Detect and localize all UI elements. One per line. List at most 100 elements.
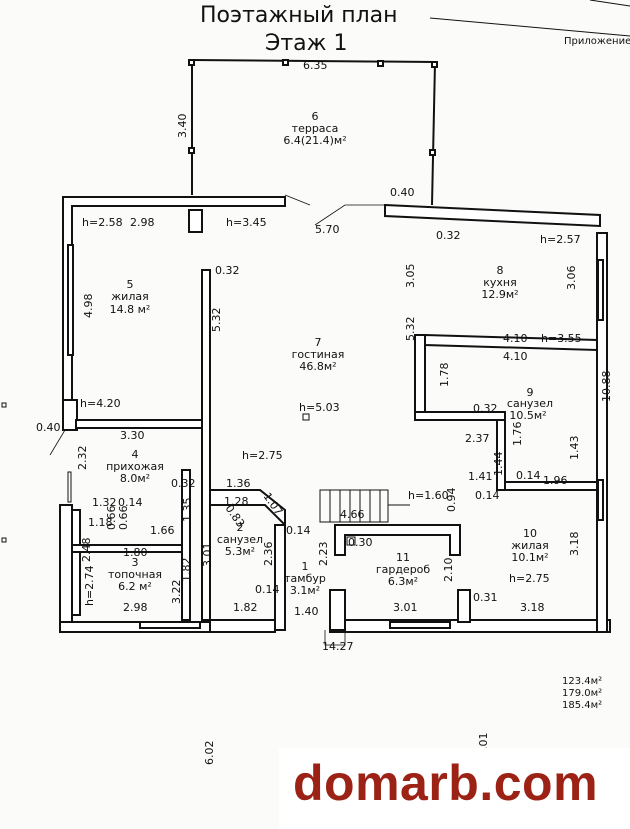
svg-text:h=2.75: h=2.75 [242, 449, 283, 462]
svg-text:2.37: 2.37 [465, 432, 490, 445]
svg-text:гардероб: гардероб [376, 563, 431, 576]
svg-text:1.43: 1.43 [568, 436, 581, 461]
svg-text:8.0м²: 8.0м² [120, 472, 150, 485]
svg-text:топочная: топочная [108, 568, 162, 581]
room-11: 11 гардероб 6.3м² [376, 551, 431, 588]
svg-text:4.10: 4.10 [503, 332, 528, 345]
svg-text:1.28: 1.28 [224, 495, 249, 508]
svg-text:5.70: 5.70 [315, 223, 340, 236]
svg-text:3.18: 3.18 [520, 601, 545, 614]
dimension-lines [49, 194, 385, 646]
corner-line-2 [589, 0, 630, 7]
svg-text:5.32: 5.32 [404, 317, 417, 342]
svg-text:3.01: 3.01 [393, 601, 418, 614]
door-marker [67, 471, 72, 503]
svg-text:179.0м²: 179.0м² [562, 688, 602, 699]
margin-marker [1, 402, 7, 408]
svg-text:h=3.45: h=3.45 [226, 216, 267, 229]
appendix-label: Приложение [564, 36, 630, 47]
svg-text:h=4.20: h=4.20 [80, 397, 121, 410]
svg-text:h=2.58: h=2.58 [82, 216, 123, 229]
room-9: 9 санузел 10.5м² [507, 386, 553, 422]
svg-text:6: 6 [312, 110, 319, 123]
margin-marker [1, 537, 7, 543]
svg-text:гостиная: гостиная [292, 348, 345, 361]
svg-text:10.88: 10.88 [600, 371, 613, 403]
staircase [319, 489, 410, 523]
svg-text:11: 11 [396, 551, 410, 564]
svg-text:2.98: 2.98 [130, 216, 155, 229]
room-3: 3 топочная 6.2 м² [108, 556, 162, 593]
svg-text:12.9м²: 12.9м² [481, 288, 518, 301]
svg-text:2.10: 2.10 [442, 558, 455, 583]
svg-text:8: 8 [497, 264, 504, 277]
svg-text:3.01: 3.01 [201, 543, 214, 568]
svg-text:4.66: 4.66 [340, 508, 365, 521]
svg-text:1.40: 1.40 [294, 605, 319, 618]
room-1: 1 тамбур 3.1м² [284, 560, 326, 597]
svg-text:0.32: 0.32 [473, 402, 498, 415]
svg-text:0.14: 0.14 [516, 469, 541, 482]
svg-text:2.98: 2.98 [123, 601, 148, 614]
svg-text:прихожая: прихожая [106, 460, 164, 473]
svg-text:0.40: 0.40 [390, 186, 415, 199]
watermark-panel: domarb.com [279, 748, 630, 829]
svg-text:1.66: 1.66 [150, 524, 175, 537]
area-totals: 123.4м² 179.0м² 185.4м² [562, 676, 602, 711]
exterior-walls [59, 196, 611, 633]
corner-line [429, 17, 630, 37]
room-10: 10 жилая 10.1м² [511, 527, 548, 564]
svg-text:3.1м²: 3.1м² [290, 584, 320, 597]
svg-text:1.36: 1.36 [226, 477, 251, 490]
svg-text:6.4(21.4)м²: 6.4(21.4)м² [283, 134, 346, 147]
room-7: 7 гостиная 46.8м² [292, 336, 345, 373]
svg-text:185.4м²: 185.4м² [562, 700, 602, 711]
svg-text:кухня: кухня [483, 276, 516, 289]
svg-text:1.32: 1.32 [92, 496, 117, 509]
svg-text:1.80: 1.80 [123, 546, 148, 559]
svg-text:3.40: 3.40 [176, 114, 189, 139]
terrace-outline [188, 59, 438, 206]
svg-text:1.18: 1.18 [88, 516, 113, 529]
svg-text:9: 9 [527, 386, 534, 399]
svg-text:тамбур: тамбур [284, 572, 326, 585]
svg-text:2.32: 2.32 [76, 446, 89, 471]
svg-text:6.35: 6.35 [303, 59, 328, 72]
svg-text:2.23: 2.23 [317, 542, 330, 567]
svg-text:5.3м²: 5.3м² [225, 545, 255, 558]
svg-text:0.14: 0.14 [475, 489, 500, 502]
plan-title: Поэтажный план [200, 3, 398, 28]
svg-text:123.4м²: 123.4м² [562, 676, 602, 687]
svg-text:h=3.55: h=3.55 [541, 332, 582, 345]
svg-text:3: 3 [132, 556, 139, 569]
room-5: 5 жилая 14.8 м² [110, 278, 151, 316]
svg-text:санузел: санузел [507, 397, 553, 410]
svg-text:0.14: 0.14 [255, 583, 280, 596]
svg-text:0.40: 0.40 [36, 421, 61, 434]
svg-text:0.66: 0.66 [117, 506, 130, 531]
interior-walls [71, 209, 598, 631]
svg-text:1.44: 1.44 [492, 452, 505, 477]
svg-text:10: 10 [523, 527, 537, 540]
svg-text:1.96: 1.96 [543, 474, 568, 487]
svg-text:жилая: жилая [111, 290, 148, 303]
svg-text:1.76: 1.76 [511, 422, 524, 447]
svg-text:4: 4 [132, 448, 139, 461]
svg-text:h=2.75: h=2.75 [509, 572, 550, 585]
svg-text:3.05: 3.05 [404, 264, 417, 289]
svg-text:0.14: 0.14 [118, 496, 143, 509]
svg-text:0.66: 0.66 [105, 506, 118, 531]
svg-text:0.32: 0.32 [436, 229, 461, 242]
svg-text:жилая: жилая [511, 539, 548, 552]
svg-text:терраса: терраса [292, 122, 339, 135]
room-2: 2 санузел 5.3м² [217, 521, 263, 558]
room-6: 6 терраса 6.4(21.4)м² [283, 110, 346, 147]
svg-text:1.35: 1.35 [181, 498, 194, 523]
floor-title: Этаж 1 [265, 31, 347, 56]
svg-text:5.32: 5.32 [210, 308, 223, 333]
svg-text:46.8м²: 46.8м² [299, 360, 336, 373]
svg-text:санузел: санузел [217, 533, 263, 546]
svg-text:1.82: 1.82 [180, 558, 193, 583]
svg-text:7: 7 [315, 336, 322, 349]
svg-text:5: 5 [127, 278, 134, 291]
